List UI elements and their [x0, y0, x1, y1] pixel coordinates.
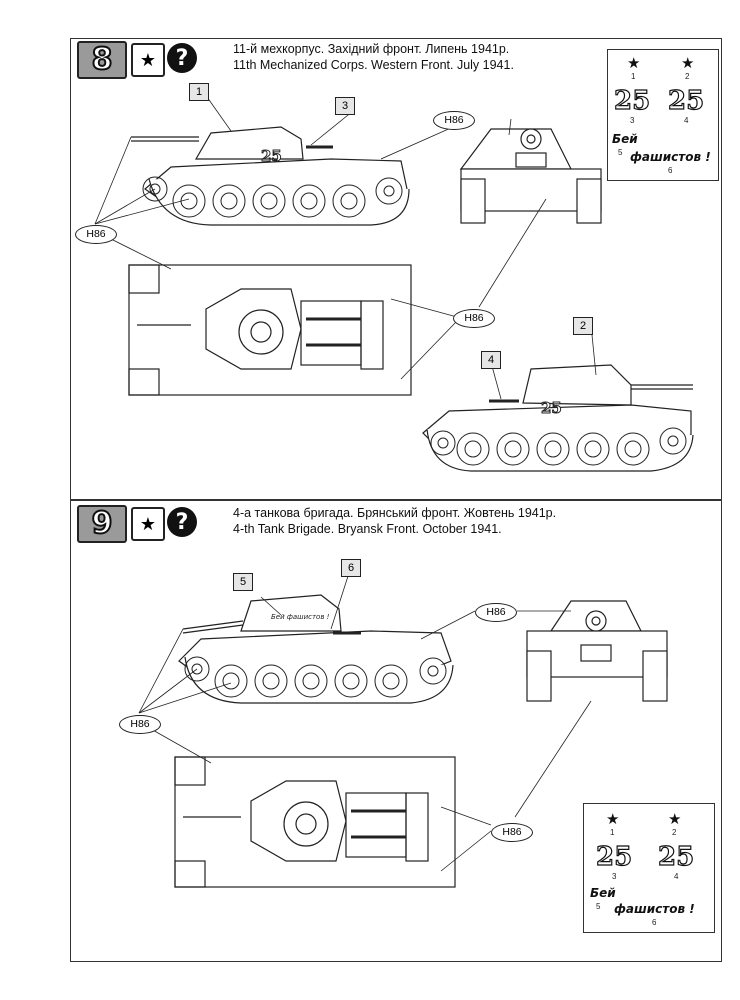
paint-code-label: H86	[433, 111, 475, 130]
decal-sheet: ★ 1 ★ 2 25 3 25 4 Бей 5 фашистов ! 6	[607, 49, 719, 181]
tank-side-view-right	[422, 364, 694, 472]
decal-index: 6	[668, 166, 673, 175]
decal-index: 4	[674, 872, 679, 881]
decal-star-icon: ★	[668, 811, 682, 828]
tank-number: 25	[261, 147, 283, 166]
decal-index: 4	[684, 116, 689, 125]
decal-index: 5	[618, 148, 623, 157]
paint-code-label: H86	[119, 715, 161, 734]
decal-index: 5	[596, 902, 601, 911]
tank-side-view	[178, 594, 454, 704]
decal-callout: 6	[341, 559, 361, 577]
step-number-badge: 8	[77, 41, 127, 79]
tank-front-view	[459, 128, 602, 224]
decal-index: 3	[630, 116, 635, 125]
step-number: 8	[91, 42, 114, 77]
step-number-badge: 9	[77, 505, 127, 543]
tank-top-view	[174, 756, 456, 888]
star-box-icon: ★	[131, 43, 165, 77]
step-9-panel: 9 ★ ? 4-а танкова бригада. Брянський фро…	[70, 500, 722, 962]
decal-star-icon: ★	[606, 811, 620, 828]
decal-callout: 2	[573, 317, 593, 335]
question-glyph: ?	[175, 509, 189, 535]
decal-slogan: Бей	[612, 132, 638, 146]
paint-code-label: H86	[475, 603, 517, 622]
step-number: 9	[91, 506, 114, 541]
decal-callout: 4	[481, 351, 501, 369]
tank-slogan-marking: Бей фашистов !	[271, 613, 330, 621]
decal-number: 25	[667, 86, 705, 116]
tank-top-view	[128, 264, 412, 396]
step-8-panel: 8 ★ ? 11-й мехкорпус. Західний фронт. Ли…	[70, 38, 722, 500]
decal-callout: 3	[335, 97, 355, 115]
decal-slogan: фашистов !	[614, 902, 695, 916]
caption-ukrainian: 11-й мехкорпус. Західний фронт. Липень 1…	[233, 42, 510, 56]
caption-english: 11th Mechanized Corps. Western Front. Ju…	[233, 58, 514, 72]
star-icon: ★	[139, 513, 157, 534]
decal-sheet: ★ 1 ★ 2 25 3 25 4 Бей 5 фашистов ! 6	[583, 803, 715, 933]
question-glyph: ?	[175, 45, 189, 71]
tank-number: 25	[541, 399, 563, 418]
caption-english: 4-th Tank Brigade. Bryansk Front. Octobe…	[233, 522, 502, 536]
star-icon: ★	[139, 49, 157, 70]
paint-code-label: H86	[453, 309, 495, 328]
decal-callout: 5	[233, 573, 253, 591]
decal-index: 2	[685, 72, 690, 81]
decal-slogan: Бей	[590, 886, 616, 900]
decal-star-icon: ★	[627, 55, 641, 72]
tank-front-view	[526, 600, 668, 702]
decal-index: 2	[672, 828, 677, 837]
caption-ukrainian: 4-а танкова бригада. Брянський фронт. Жо…	[233, 506, 557, 520]
question-icon: ?	[167, 43, 197, 73]
tank-side-view	[131, 126, 410, 226]
decal-number: 25	[613, 86, 651, 116]
decal-slogan: фашистов !	[630, 150, 711, 164]
paint-code-label: H86	[75, 225, 117, 244]
decal-number: 25	[657, 842, 695, 872]
decal-index: 3	[612, 872, 617, 881]
paint-code-label: H86	[491, 823, 533, 842]
decal-index: 1	[610, 828, 615, 837]
decal-number: 25	[595, 842, 633, 872]
star-box-icon: ★	[131, 507, 165, 541]
decal-callout: 1	[189, 83, 209, 101]
decal-index: 6	[652, 918, 657, 927]
decal-star-icon: ★	[681, 55, 695, 72]
question-icon: ?	[167, 507, 197, 537]
decal-index: 1	[631, 72, 636, 81]
